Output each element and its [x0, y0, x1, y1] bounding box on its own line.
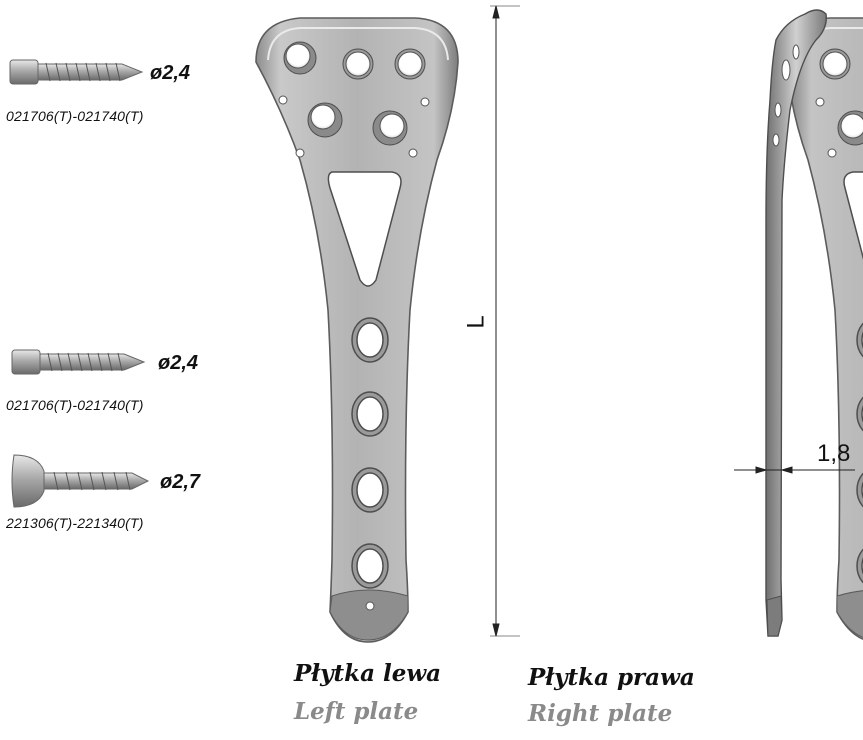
plate-side-view	[765, 9, 827, 637]
left-plate-title-pl: Płytka lewa	[294, 660, 442, 687]
screw-3-code: 221306(T)-221340(T)	[6, 515, 144, 531]
screw-2-code: 021706(T)-021740(T)	[6, 397, 144, 413]
screw-3-image	[11, 454, 150, 508]
thickness-dimension-line	[734, 466, 855, 474]
length-dimension-line	[490, 5, 520, 637]
left-plate-title-en: Left plate	[294, 698, 419, 725]
length-dimension-label: L	[462, 315, 490, 329]
screw-1-image	[9, 59, 143, 85]
screw-3-diameter: ø2,7	[160, 471, 201, 493]
left-plate	[255, 17, 459, 643]
screw-1-code: 021706(T)-021740(T)	[6, 108, 144, 124]
thickness-dimension-label: 1,8	[817, 440, 851, 467]
right-plate-title-pl: Płytka prawa	[528, 664, 695, 691]
screw-2-image	[11, 349, 145, 375]
screw-2-diameter: ø2,4	[158, 352, 199, 374]
screw-1-diameter: ø2,4	[150, 62, 191, 84]
right-plate-title-en: Right plate	[528, 700, 673, 727]
right-plate	[786, 17, 863, 643]
